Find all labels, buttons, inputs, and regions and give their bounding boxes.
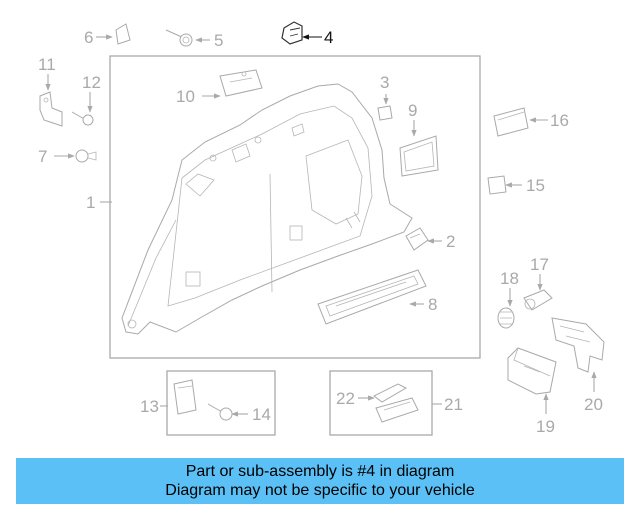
part-6-shape bbox=[115, 23, 131, 45]
callout-15: 15 bbox=[526, 176, 545, 195]
callout-9: 9 bbox=[408, 101, 417, 120]
part-9-shape bbox=[399, 135, 439, 177]
group-box-13-14 bbox=[166, 370, 276, 436]
callout-14: 14 bbox=[252, 405, 271, 424]
callout-11: 11 bbox=[38, 55, 56, 74]
leader-lines bbox=[45, 34, 597, 417]
callout-7: 7 bbox=[38, 147, 47, 166]
part-21-shape bbox=[375, 397, 419, 423]
callout-1: 1 bbox=[86, 193, 95, 212]
part-2-shape bbox=[405, 227, 429, 251]
part-18-shape bbox=[497, 307, 515, 329]
callout-labels: 6 5 4 11 12 7 1 10 3 9 16 15 2 8 18 17 2… bbox=[38, 28, 603, 436]
part-3-shape bbox=[377, 105, 393, 121]
part-7-shape bbox=[75, 149, 97, 163]
callout-18: 18 bbox=[500, 269, 519, 288]
callout-8: 8 bbox=[428, 295, 437, 314]
callout-10: 10 bbox=[176, 87, 195, 106]
part-5-shape bbox=[165, 29, 193, 47]
part-19-shape bbox=[507, 347, 557, 395]
main-assembly-box bbox=[109, 55, 481, 359]
callout-17: 17 bbox=[530, 255, 549, 274]
callout-4[interactable]: 4 bbox=[324, 28, 333, 47]
banner-line-2: Diagram may not be specific to your vehi… bbox=[165, 482, 475, 499]
part-10-shape bbox=[219, 69, 263, 97]
callout-22: 22 bbox=[336, 389, 355, 408]
callout-19: 19 bbox=[536, 417, 555, 436]
part-16-shape bbox=[493, 107, 529, 137]
quarter-trim-panel bbox=[121, 83, 413, 335]
callout-16: 16 bbox=[550, 111, 569, 130]
part-22-shape bbox=[373, 383, 408, 403]
callout-3: 3 bbox=[380, 73, 389, 92]
callout-20: 20 bbox=[584, 395, 603, 414]
part-8-shape bbox=[317, 269, 427, 325]
group-box-21-22 bbox=[329, 370, 433, 436]
part-15-shape bbox=[487, 175, 507, 195]
banner-line-1: Part or sub-assembly is #4 in diagram bbox=[185, 463, 455, 480]
callout-13: 13 bbox=[140, 397, 159, 416]
callout-5: 5 bbox=[214, 31, 223, 50]
callout-6: 6 bbox=[84, 28, 93, 47]
info-banner: Part or sub-assembly is #4 in diagram Di… bbox=[16, 458, 624, 504]
part-12-shape bbox=[71, 111, 94, 126]
part-4-shape bbox=[281, 21, 303, 45]
callout-2: 2 bbox=[446, 232, 455, 251]
callout-21: 21 bbox=[444, 395, 463, 414]
callout-12: 12 bbox=[82, 73, 101, 92]
part-20-shape bbox=[551, 317, 605, 373]
part-17-shape bbox=[523, 289, 553, 311]
parts-diagram: 6 5 4 11 12 7 1 10 3 9 16 15 2 8 18 17 2… bbox=[38, 21, 605, 436]
part-14-shape bbox=[207, 403, 233, 421]
part-11-shape bbox=[39, 91, 63, 127]
part-13-shape bbox=[173, 379, 197, 415]
